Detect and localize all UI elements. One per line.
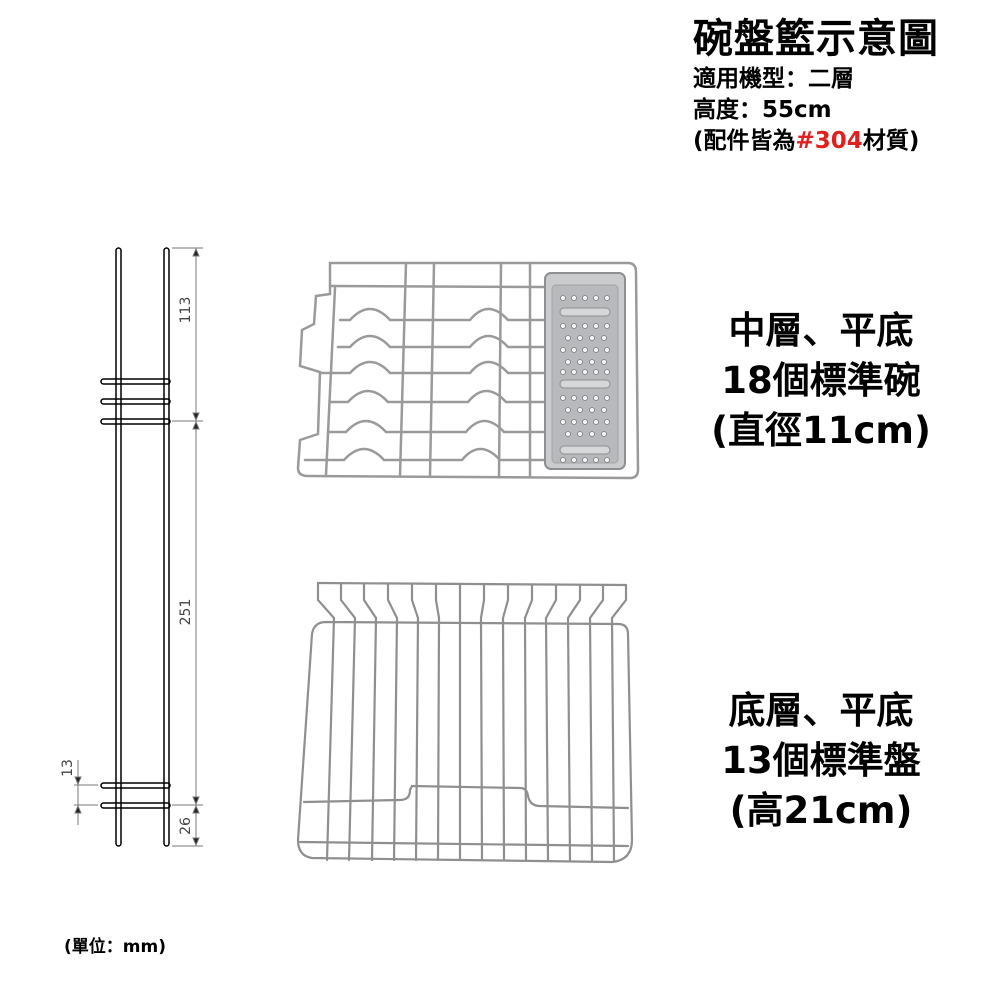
material-info: (配件皆為#304材質) [693, 126, 993, 157]
model-info: 適用機型：二層 [693, 66, 854, 92]
dim-middle-251: 251 [178, 599, 194, 626]
material-suffix: 材質) [862, 128, 920, 154]
bottom-layer-capacity: 13個標準盤 [721, 739, 921, 782]
bottom-layer-description: 底層、平底 13個標準盤 (高21cm) [696, 686, 946, 836]
bottom-layer-title: 底層、平底 [728, 689, 914, 732]
height-info: 高度：55cm [693, 97, 832, 123]
dim-rung-13: 13 [60, 759, 76, 777]
unit-note: (單位：mm) [64, 937, 166, 957]
material-prefix: (配件皆為 [693, 128, 796, 154]
middle-layer-title: 中層、平底 [728, 309, 914, 352]
title-block: 碗盤籃示意圖 適用機型：二層 高度：55cm (配件皆為#304材質) [693, 14, 993, 157]
bottom-layer-size: (高21cm) [729, 789, 913, 832]
lower-rungs [100, 782, 171, 809]
middle-layer-size: (直徑11cm) [711, 409, 931, 452]
dimension-labels: 113 251 13 26 [60, 297, 194, 835]
dimension-lines [74, 247, 203, 847]
upper-rungs [100, 378, 171, 425]
dim-top-113: 113 [178, 297, 194, 324]
material-grade: #304 [795, 128, 863, 154]
middle-layer-capacity: 18個標準碗 [721, 359, 921, 402]
utensil-tray [544, 272, 626, 470]
frame-posts [115, 247, 170, 847]
dim-bottom-26: 26 [178, 817, 194, 835]
middle-layer-description: 中層、平底 18個標準碗 (直徑11cm) [696, 306, 946, 456]
page-title: 碗盤籃示意圖 [693, 16, 939, 62]
